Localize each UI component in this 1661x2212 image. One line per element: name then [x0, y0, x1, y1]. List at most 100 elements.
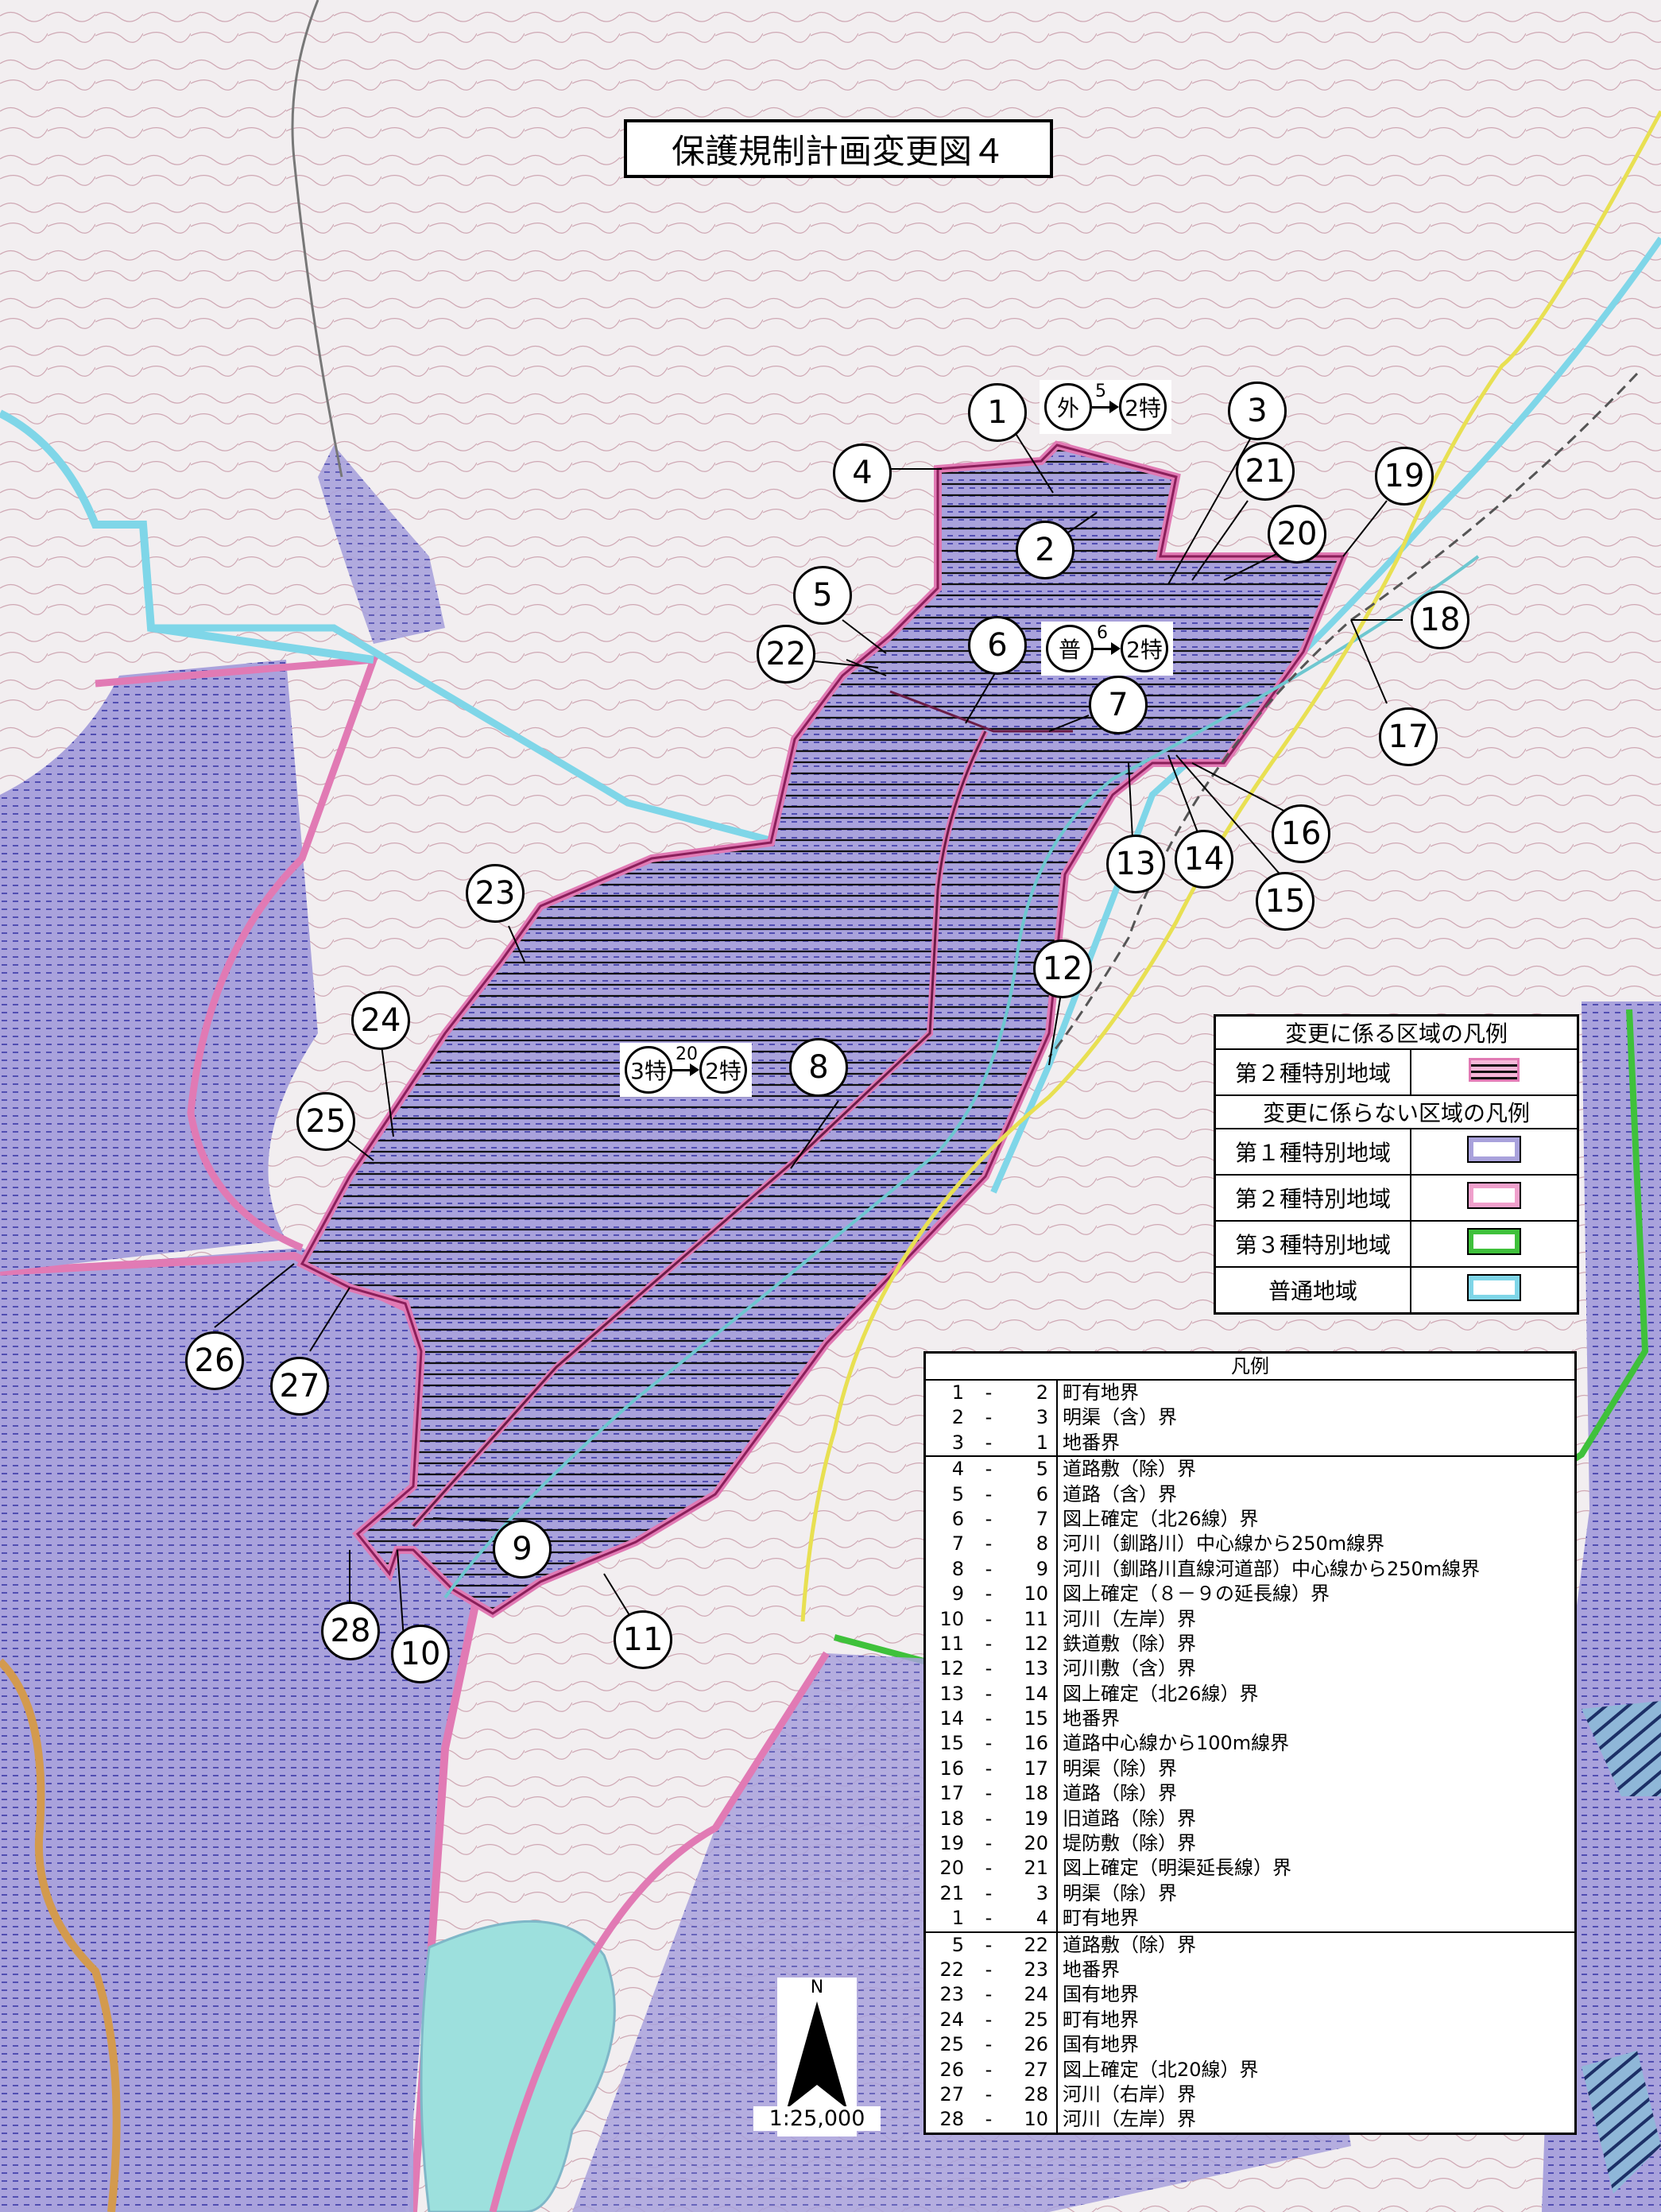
- boundary-to: 7: [1036, 1507, 1048, 1530]
- change-from: 普: [1046, 625, 1094, 672]
- leader-lines: [214, 416, 1403, 1662]
- boundary-dash: -: [985, 1958, 993, 1981]
- boundary-desc: 明渠（含）界: [1056, 1405, 1574, 1431]
- boundary-from: 24: [939, 2008, 964, 2031]
- boundary-from: 18: [939, 1807, 964, 1830]
- boundary-to: 6: [1036, 1482, 1048, 1505]
- boundary-dash: -: [985, 2008, 993, 2031]
- interior-line-north26: [889, 690, 1073, 733]
- boundary-from: 15: [939, 1732, 964, 1755]
- boundary-desc: 河川（左岸）界: [1056, 1606, 1574, 1632]
- point-marker: 28: [321, 1602, 380, 1660]
- change-marker-3-to-2: 3特 20 2特: [620, 1043, 752, 1097]
- boundary-dash: -: [985, 1482, 993, 1505]
- change-marker-outside-to-2: 外 5 2特: [1040, 380, 1171, 434]
- legend-changed-header: 変更に係る区域の凡例: [1214, 1014, 1579, 1050]
- boundary-desc: 地番界: [1056, 1706, 1574, 1732]
- legend-row: 第２種特別地域: [1214, 1174, 1579, 1222]
- boundary-to: 28: [1024, 2082, 1048, 2105]
- boundary-from: 6: [951, 1507, 964, 1530]
- boundary-dash: -: [985, 1857, 993, 1880]
- boundary-from: 16: [939, 1757, 964, 1780]
- boundary-dash: -: [985, 1832, 993, 1855]
- boundary-to: 9: [1036, 1557, 1048, 1580]
- boundary-desc: 河川敷（含）界: [1056, 1656, 1574, 1682]
- swatch-special1: [1467, 1135, 1521, 1163]
- change-number: 6: [1097, 623, 1108, 643]
- boundary-dash: -: [985, 1582, 993, 1606]
- boundary-from: 19: [939, 1832, 964, 1855]
- boundary-to: 3: [1036, 1881, 1048, 1904]
- boundary-to: 4: [1036, 1907, 1048, 1930]
- boundary-dash: -: [985, 1507, 993, 1530]
- boundary-from: 22: [939, 1958, 964, 1981]
- railway: [1047, 372, 1639, 1058]
- boundary-desc: 河川（釧路川直線河道部）中心線から250m線界: [1056, 1556, 1574, 1582]
- boundary-dash: -: [985, 2082, 993, 2105]
- boundary-desc: 河川（右岸）界: [1056, 2082, 1574, 2108]
- point-marker: 7: [1089, 676, 1148, 734]
- point-marker: 24: [351, 991, 410, 1050]
- boundary-to: 26: [1024, 2033, 1048, 2056]
- point-marker: 18: [1411, 591, 1469, 649]
- hatched-patch-1: [1582, 1701, 1661, 1796]
- point-marker: 25: [296, 1092, 355, 1151]
- boundary-desc: 町有地界: [1056, 1906, 1574, 1931]
- boundary-from: 1: [951, 1381, 964, 1404]
- boundary-to: 8: [1036, 1532, 1048, 1555]
- boundary-desc: 図上確定（８－９の延長線）界: [1056, 1582, 1574, 1607]
- special2-southeast-border: [489, 1651, 830, 2212]
- map-title: 保護規制計画変更図４: [624, 119, 1053, 178]
- boundary-from: 25: [939, 2033, 964, 2056]
- boundary-desc: 旧道路（除）界: [1056, 1806, 1574, 1832]
- point-marker: 14: [1175, 830, 1233, 889]
- arrow-right-icon: 20: [672, 1044, 699, 1094]
- boundary-dash: -: [985, 1983, 993, 2006]
- point-marker: 10: [391, 1625, 450, 1683]
- special2-northwest-border: [95, 655, 379, 1252]
- boundary-desc: 道路中心線から100m線界: [1056, 1731, 1574, 1757]
- point-marker: 15: [1256, 872, 1314, 931]
- boundary-to: 23: [1024, 1958, 1048, 1981]
- point-marker: 2: [1016, 521, 1074, 579]
- point-marker: 27: [270, 1357, 329, 1416]
- boundary-dash: -: [985, 2033, 993, 2056]
- ordinary-west-border: [0, 409, 374, 664]
- boundary-dash: -: [985, 1532, 993, 1555]
- boundary-dash: -: [985, 1557, 993, 1580]
- change-to: 2特: [699, 1046, 747, 1094]
- scale-label: 1:25,000: [753, 2106, 881, 2131]
- boundary-dash: -: [985, 2058, 993, 2081]
- boundary-from: 11: [939, 1632, 964, 1655]
- point-marker: 12: [1033, 939, 1092, 998]
- point-marker: 8: [789, 1038, 848, 1097]
- special1-river-west: [318, 445, 445, 644]
- boundary-from: 1: [951, 1907, 964, 1930]
- boundary-to: 1: [1036, 1431, 1048, 1454]
- orange-boundary: [0, 1658, 121, 2212]
- point-marker: 20: [1268, 505, 1326, 564]
- boundary-desc: 図上確定（北20線）界: [1056, 2057, 1574, 2082]
- boundary-to: 17: [1024, 1757, 1048, 1780]
- boundary-desc: 堤防敷（除）界: [1056, 1831, 1574, 1857]
- change-to: 2特: [1121, 625, 1168, 672]
- boundary-dash: -: [985, 1431, 993, 1454]
- boundary-dash: -: [985, 1933, 993, 1956]
- point-marker: 11: [614, 1610, 672, 1669]
- boundary-from: 10: [939, 1607, 964, 1630]
